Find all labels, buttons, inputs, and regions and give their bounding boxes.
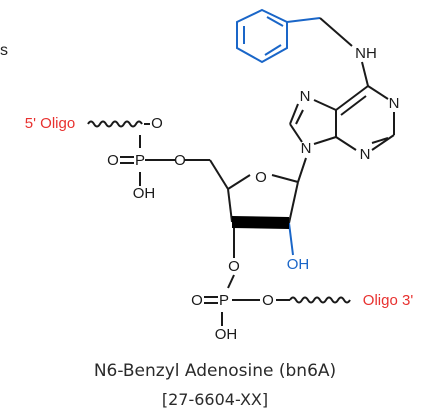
ch2-nh-bond: [319, 17, 353, 47]
wavy-bond-right: [289, 296, 351, 304]
atom-o-upper: O: [151, 115, 163, 132]
c5-c6-bond: [335, 85, 369, 111]
ring-ch2-bond: [286, 17, 321, 23]
o4-c4-bond: [227, 174, 251, 190]
phosphate-2: [204, 296, 351, 326]
phosphate-1: [87, 120, 176, 186]
c1-o4-bond: [271, 174, 299, 183]
n7-c8-double: [295, 109, 304, 125]
n9-c4-bond: [313, 136, 337, 145]
c2-oh-bond: [288, 222, 294, 256]
partial-label-glyph: s: [0, 42, 8, 59]
atom-nh: NH: [355, 45, 377, 62]
c5-n7-bond: [313, 99, 337, 111]
ribose-wedge-bond: [232, 216, 289, 229]
c6-n1-bond: [367, 85, 389, 100]
atom-o3: O: [228, 258, 240, 275]
c2-n3-bond: [371, 134, 395, 151]
c5-c6-double: [340, 95, 367, 116]
benzyl-linker: [286, 17, 369, 87]
atom-o5: O: [174, 152, 186, 169]
atom-n1: N: [389, 95, 400, 112]
benzene-inner-bond-2: [264, 44, 282, 56]
benzene-inner-bond-1: [266, 16, 284, 27]
purine: [289, 85, 395, 183]
c2-n3-double: [371, 137, 389, 144]
atom-n3: N: [360, 146, 371, 163]
benzyl-ring: [236, 8, 288, 64]
molecule-name: N6-Benzyl Adenosine (bn6A): [93, 361, 337, 381]
atom-oh-2prime: OH: [287, 256, 310, 273]
c8-n9-bond: [289, 123, 303, 143]
c1-c2-bond: [288, 181, 299, 224]
glycosidic-bond: [297, 157, 307, 183]
atom-o-ester-2: O: [262, 292, 274, 309]
wavy-bond-left: [87, 120, 143, 128]
atom-o4-ring: O: [255, 169, 267, 186]
catalog-number: [27-6604-XX]: [161, 390, 269, 409]
atom-o-double-2: O: [191, 292, 203, 309]
n7-c8-bond: [289, 103, 299, 125]
ribose: [184, 159, 299, 289]
o3-p2-bond: [227, 274, 235, 289]
atom-p1: P: [135, 152, 145, 169]
c4-c5-bond: [209, 159, 229, 190]
atom-oh-2: OH: [215, 326, 238, 343]
atom-n7: N: [300, 88, 311, 105]
atom-p2: P: [219, 292, 229, 309]
c3-c4-bond: [227, 188, 233, 223]
atom-o-double-1: O: [107, 152, 119, 169]
atom-n9: N: [301, 140, 312, 157]
five-prime-oligo-label: 5' Oligo: [25, 115, 75, 132]
atom-oh-1: OH: [133, 185, 156, 202]
three-prime-oligo-label: Oligo 3': [363, 292, 414, 309]
nh-c6-bond: [361, 61, 369, 87]
n3-c4-bond: [335, 136, 357, 151]
